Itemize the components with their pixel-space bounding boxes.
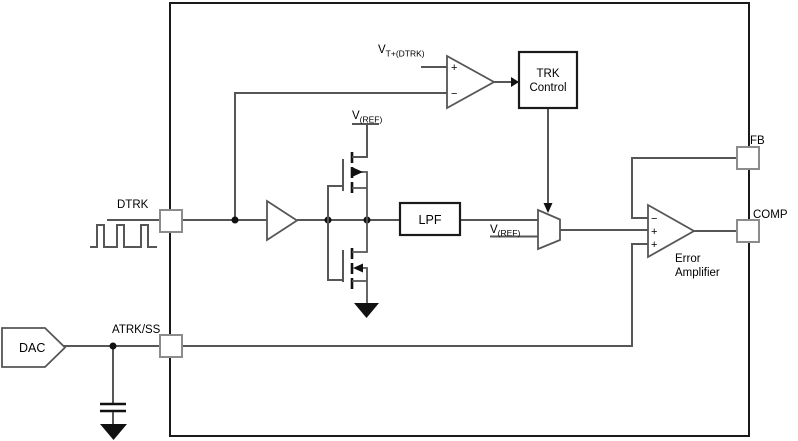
dtrk-pin (159, 209, 183, 233)
vt-dtrk-label: VT+(DTRK) (378, 44, 425, 59)
fb-feedback-wire (631, 157, 737, 219)
ea-plus-mid-sign: + (651, 226, 657, 238)
comparator (446, 54, 496, 110)
trk-control-label-line1: TRK (537, 68, 560, 80)
junction-dot-dac (109, 342, 117, 350)
nmos-transistor (342, 220, 368, 303)
dac-block (1, 327, 67, 368)
trk-control-block (517, 50, 579, 110)
capacitor (100, 346, 126, 425)
comparator-plus-sign: + (451, 62, 457, 74)
comparator-arrowhead-icon (511, 77, 519, 87)
pmos-transistor (327, 152, 368, 281)
capacitor-ground-icon (100, 424, 127, 440)
dac-label: DAC (19, 341, 45, 355)
junction-dot-dtrk (231, 216, 239, 224)
error-amplifier (647, 203, 696, 259)
pulse-waveform (90, 224, 157, 248)
lpf-label: LPF (419, 213, 442, 227)
ea-plus-bottom-sign: + (651, 239, 657, 251)
mosfet-ground-icon (354, 303, 379, 318)
dtrk-pin-label: DTRK (117, 199, 149, 211)
dtrk-comparator-branch-wire (234, 92, 447, 220)
wires (64, 66, 737, 347)
error-amplifier-label-line2: Amplifier (675, 267, 720, 279)
nmos-arrow-icon (353, 263, 363, 273)
nmos-body-stub (362, 267, 368, 303)
fb-pin (736, 146, 760, 170)
atrk-ss-pin-label: ATRK/SS (112, 324, 161, 336)
trk-mux-arrowhead-icon (543, 203, 553, 213)
lpf-block (398, 201, 462, 237)
mux (537, 208, 561, 251)
vref-mux-label: V(REF) (490, 224, 521, 238)
atrk-ss-wire (182, 243, 648, 347)
ea-minus-sign: − (651, 213, 657, 225)
mosfet-gate-wire (327, 185, 343, 281)
error-amplifier-label-line1: Error (675, 253, 701, 265)
vref-top-label: V(REF) (352, 110, 383, 125)
comp-pin (736, 219, 760, 243)
comparator-minus-sign: − (451, 88, 457, 100)
trk-control-label-line2: Control (529, 82, 566, 94)
comp-pin-label: COMP (753, 209, 788, 221)
pmos-arrow-icon (353, 167, 363, 177)
vref-top-wire (352, 123, 379, 158)
buffer-amplifier (266, 199, 299, 242)
pmos-body-stub (360, 171, 368, 220)
atrk-ss-pin (159, 334, 183, 358)
fb-pin-label: FB (750, 135, 765, 147)
nmos-drain-stub (352, 220, 368, 253)
